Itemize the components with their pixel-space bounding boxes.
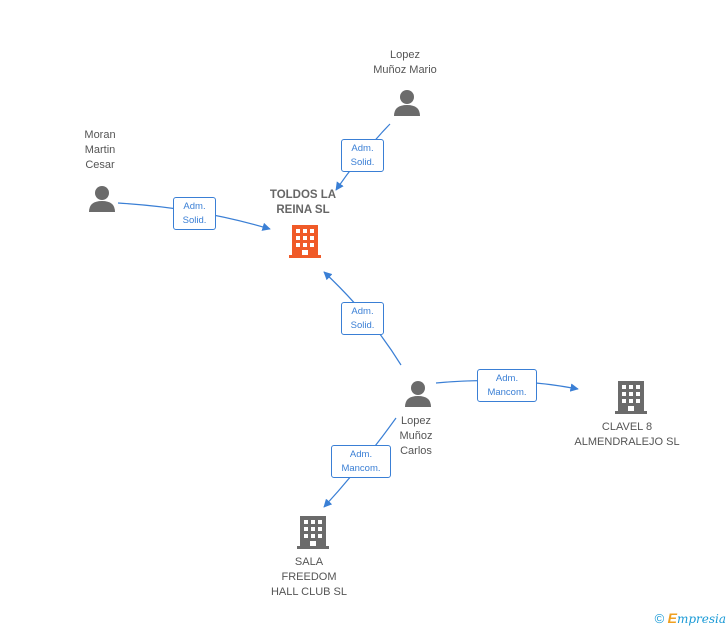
- company-label-clavel8[interactable]: CLAVEL 8 ALMENDRALEJO SL: [574, 421, 680, 448]
- brand-initial: E: [667, 610, 677, 626]
- edge-label-carlos-clavel8: Adm. Mancom.: [477, 369, 537, 402]
- building-icon[interactable]: [297, 516, 329, 549]
- person-label-lopez-munoz-mario[interactable]: Lopez Muñoz Mario: [373, 49, 437, 76]
- edge-label-mario-toldos: Adm. Solid.: [341, 139, 384, 172]
- company-label-toldos[interactable]: TOLDOS LA REINA SL: [269, 189, 337, 216]
- empresia-watermark: © Empresia: [655, 610, 726, 626]
- building-icon[interactable]: [289, 225, 321, 258]
- person-icon[interactable]: [405, 381, 431, 407]
- person-icon[interactable]: [89, 186, 115, 212]
- edge-label-carlos-toldos: Adm. Solid.: [341, 302, 384, 335]
- person-icon[interactable]: [394, 90, 420, 116]
- edge-label-moran-toldos: Adm. Solid.: [173, 197, 216, 230]
- brand-name: mpresia: [676, 612, 726, 626]
- copyright-symbol: ©: [654, 611, 665, 626]
- company-label-sala-freedom[interactable]: SALA FREEDOM HALL CLUB SL: [270, 556, 348, 598]
- person-label-lopez-munoz-carlos[interactable]: Lopez Muñoz Carlos: [399, 415, 433, 457]
- person-label-moran-martin-cesar[interactable]: Moran Martin Cesar: [84, 129, 116, 171]
- edge-label-carlos-sala: Adm. Mancom.: [331, 445, 391, 478]
- building-icon[interactable]: [615, 381, 647, 414]
